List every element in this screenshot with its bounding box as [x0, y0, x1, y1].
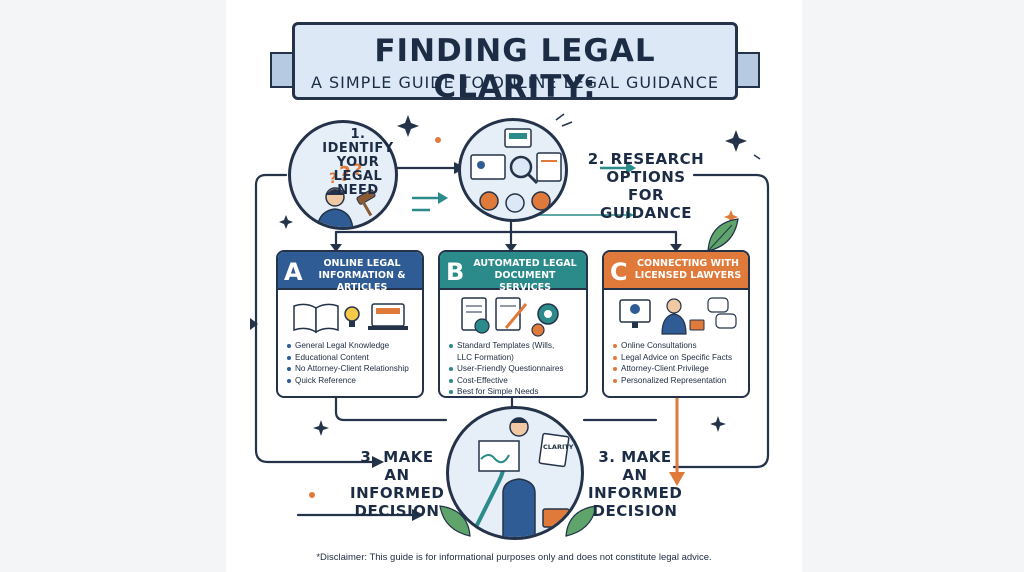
svg-text:?: ? [339, 162, 351, 186]
leaf-icon [565, 505, 597, 537]
panel-b-title: AUTOMATED LEGAL DOCUMENT SERVICES [473, 258, 577, 293]
panel-b-header: B AUTOMATED LEGAL DOCUMENT SERVICES [440, 252, 586, 293]
page-title: FINDING LEGAL CLARITY: [374, 33, 656, 105]
step1-circle: ? ? ? [288, 120, 398, 230]
panel-a-list: General Legal Knowledge Educational Cont… [286, 340, 418, 386]
panel-a-letter: A [284, 258, 303, 286]
documents-gear-illustration [461, 297, 559, 337]
list-item: No Attorney-Client Relationship [286, 363, 418, 375]
page-subtitle: A SIMPLE GUIDE TO ONLINE LEGAL GUIDANCE [310, 73, 720, 92]
panel-c-title: CONNECTING WITH LICENSED LAWYERS [634, 258, 742, 281]
flow-connectors [250, 113, 770, 521]
step1-label: 1. IDENTIFY YOUR LEGAL NEED [322, 127, 394, 198]
loop-right-line [672, 173, 770, 469]
list-item: Quick Reference [286, 375, 418, 387]
list-item: Personalized Representation [612, 375, 744, 387]
panel-a-title: ONLINE LEGAL INFORMATION & ARTICLES [318, 258, 406, 293]
list-item: Attorney-Client Privilege [612, 363, 744, 375]
infographic: FINDING LEGAL CLARITY: A SIMPLE GUIDE TO… [226, 0, 802, 572]
sparkle-icon [724, 210, 738, 224]
step3-label-right: 3. MAKE AN INFORMED DECISION [588, 448, 683, 520]
panel-automated-documents: B AUTOMATED LEGAL DOCUMENT SERVICES Stan… [438, 250, 588, 398]
sparkle-icon [710, 416, 726, 432]
clarity-sign-text: CLARITY [543, 443, 574, 451]
disclaimer: *Disclaimer: This guide is for informati… [316, 552, 712, 563]
svg-text:?: ? [329, 171, 337, 187]
list-item: Legal Advice on Specific Facts [612, 352, 744, 364]
right-margin [802, 0, 1024, 572]
decision-circle: CLARITY [446, 406, 584, 540]
list-item: Educational Content [286, 352, 418, 364]
leaf-icon [707, 218, 739, 252]
svg-text:?: ? [353, 160, 362, 179]
panel-a-header: A ONLINE LEGAL INFORMATION & ARTICLES [278, 252, 422, 293]
sparkle-icon [397, 115, 419, 137]
research-icons-illustration [470, 128, 562, 213]
panel-b-list: Standard Templates (Wills, LLC Formation… [448, 340, 582, 396]
confused-person-illustration: ? ? ? [316, 160, 376, 227]
leaf-icon [439, 505, 471, 537]
person-with-map-illustration: CLARITY [468, 417, 574, 537]
step2-circle [458, 118, 568, 222]
book-lightbulb-laptop-illustration [293, 303, 408, 334]
left-margin [0, 0, 226, 572]
list-item: User-Friendly Questionnaires [448, 363, 582, 375]
panel-online-information: A ONLINE LEGAL INFORMATION & ARTICLES Ge… [276, 250, 424, 398]
title-banner: FINDING LEGAL CLARITY: A SIMPLE GUIDE TO… [292, 22, 738, 105]
list-item: Standard Templates (Wills, LLC Formation… [448, 340, 567, 363]
step2-label: 2. RESEARCH OPTIONS FOR GUIDANCE [587, 150, 705, 222]
panel-licensed-lawyers: C CONNECTING WITH LICENSED LAWYERS Onlin… [602, 250, 750, 398]
lawyer-consultation-illustration [619, 297, 737, 335]
sparkle-icon [279, 215, 293, 229]
panel-c-list: Online Consultations Legal Advice on Spe… [612, 340, 744, 386]
sparkle-icon [725, 130, 747, 152]
sparkle-icon [313, 420, 329, 436]
list-item: Online Consultations [612, 340, 744, 352]
step3-label-left: 3. MAKE AN INFORMED DECISION [350, 448, 445, 520]
panel-b-letter: B [446, 258, 465, 286]
panel-c-header: C CONNECTING WITH LICENSED LAWYERS [604, 252, 748, 290]
list-item: Cost-Effective [448, 375, 582, 387]
loop-left-line [254, 173, 378, 464]
panel-c-letter: C [610, 258, 628, 286]
list-item: General Legal Knowledge [286, 340, 418, 352]
list-item: Best for Simple Needs [448, 386, 582, 396]
